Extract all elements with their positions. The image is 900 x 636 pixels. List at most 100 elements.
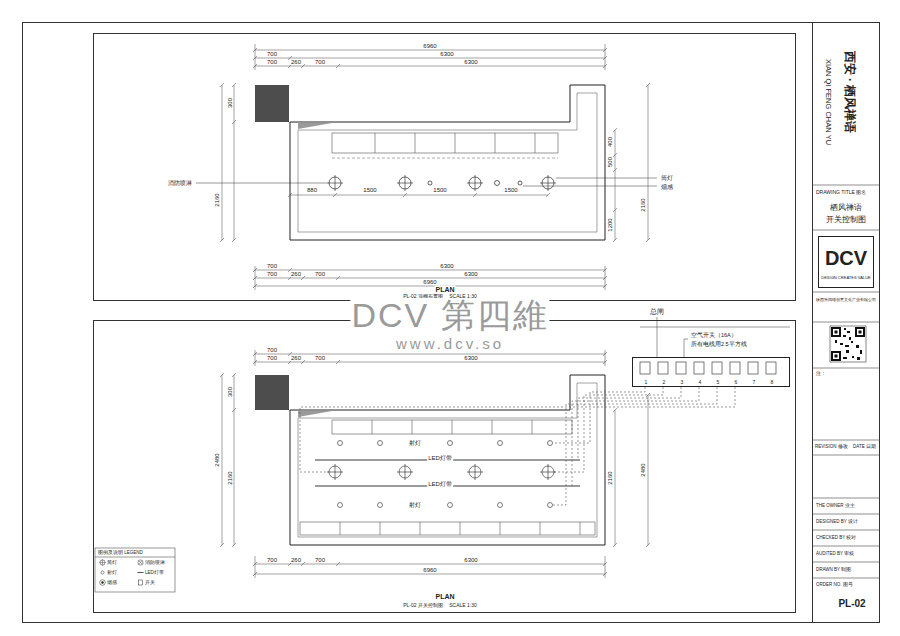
switch-plan bbox=[553, 387, 645, 443]
legend-symbol bbox=[99, 569, 106, 576]
qr-code bbox=[846, 350, 849, 353]
switch-plan bbox=[372, 420, 532, 434]
drawing-label: 6960 bbox=[422, 567, 437, 573]
legend-entry: 筒灯 bbox=[99, 559, 117, 566]
ceiling-plan bbox=[375, 133, 535, 153]
switch-plan bbox=[578, 387, 681, 460]
cell-text: 6 bbox=[734, 380, 739, 385]
switch-plan bbox=[640, 362, 776, 374]
dimension-lines bbox=[253, 266, 607, 290]
switch-plan bbox=[329, 441, 554, 508]
legend-text: 筒灯 bbox=[107, 559, 117, 566]
dimension-lines bbox=[253, 44, 607, 70]
drawing-label: 300 bbox=[227, 97, 233, 109]
logo-box: DCVDESIGN CREATES VALUE bbox=[818, 236, 874, 288]
drawing-label: 6960 bbox=[422, 43, 437, 49]
qr-code bbox=[857, 357, 860, 360]
switch-plan bbox=[694, 362, 704, 374]
qr-code bbox=[831, 351, 841, 361]
switch-plan bbox=[255, 375, 289, 410]
switch-plan bbox=[378, 441, 383, 446]
drawing-label: 700 bbox=[266, 355, 278, 361]
dimension-lines bbox=[220, 44, 650, 578]
drawing-label: THE OWNER 业主 bbox=[815, 504, 856, 509]
dimension-lines bbox=[613, 83, 650, 242]
qr-code bbox=[859, 331, 862, 334]
ceiling-plan bbox=[196, 178, 657, 186]
qr-code bbox=[856, 345, 859, 348]
switch-plan bbox=[300, 522, 595, 535]
dimension-lines bbox=[220, 373, 236, 547]
drawing-label: 700 bbox=[314, 557, 326, 563]
legend-text: 开关 bbox=[145, 579, 155, 586]
cell-text: 1 bbox=[644, 380, 649, 385]
watermark: DCV 第四維 bbox=[350, 298, 549, 332]
sheet-frame bbox=[94, 34, 796, 301]
drawing-title-cell: DRAWING TITLE 图名栖风禅语开关控制图 bbox=[812, 185, 880, 230]
drawing-label: 6300 bbox=[463, 271, 478, 277]
drawing-label: 注： bbox=[815, 371, 827, 376]
drawing-label: 880 bbox=[306, 187, 318, 193]
drawing-label: 1500 bbox=[362, 187, 377, 193]
drawing-label: 6960 bbox=[422, 279, 437, 285]
qr-code bbox=[860, 350, 862, 354]
switch-plan bbox=[300, 387, 735, 505]
drawing-label: DRAWN BY 制图 bbox=[815, 568, 852, 573]
drawing-label: 700 bbox=[266, 51, 278, 57]
switch-plan bbox=[338, 503, 343, 508]
drawing-label: 1200 bbox=[607, 217, 613, 232]
qr-code bbox=[855, 327, 865, 337]
cell-text: 3 bbox=[680, 380, 685, 385]
switch-plan bbox=[766, 362, 776, 374]
drawing-label: 2160 bbox=[607, 470, 613, 485]
switch-plan bbox=[340, 522, 580, 535]
qr-code bbox=[833, 353, 839, 359]
switch-plan bbox=[712, 362, 722, 374]
drawing-label: 1500 bbox=[503, 187, 518, 193]
drawing-label: REVISION 修改 bbox=[814, 445, 849, 450]
switch-plan bbox=[572, 387, 699, 486]
drawing-label: 2160 bbox=[227, 470, 233, 485]
drawing-label: AUDITED BY 审核 bbox=[815, 552, 855, 557]
switch-plan bbox=[338, 441, 343, 446]
qr-code bbox=[833, 329, 839, 335]
drawing-label: 所有电线用2.5平方线 bbox=[690, 342, 748, 348]
switch-plan bbox=[255, 317, 790, 545]
switch-plan bbox=[298, 383, 597, 537]
project-name-cell: XIAN QI FENG CHAN YU西安 · 栖风禅语 bbox=[812, 22, 880, 185]
drawing-label: 总闸 bbox=[649, 308, 665, 315]
drawing-label: SCALE 1:30 bbox=[448, 603, 478, 608]
drawing-label: 陕西第四维创意文化产业有限公司 bbox=[815, 298, 877, 302]
qr-code bbox=[843, 357, 847, 359]
drawing-label: 700 bbox=[314, 59, 326, 65]
drawing-label: 700 bbox=[266, 59, 278, 65]
switch-plan bbox=[290, 375, 605, 545]
switch-plan bbox=[676, 362, 686, 374]
drawing-label: 700 bbox=[314, 271, 326, 277]
switch-plan bbox=[448, 503, 453, 508]
legend-text: 烟感 bbox=[107, 579, 117, 586]
drawing-label: 1500 bbox=[432, 187, 447, 193]
title-block-grid bbox=[812, 185, 880, 578]
ceiling-plan bbox=[332, 133, 558, 153]
legend-text: LED灯带 bbox=[145, 569, 164, 576]
switch-plan bbox=[640, 317, 790, 357]
qr-code bbox=[835, 331, 838, 334]
sheet-frame bbox=[94, 321, 796, 613]
drawing-label: 6300 bbox=[463, 59, 478, 65]
switch-plan bbox=[327, 464, 556, 480]
cell-text: 7 bbox=[752, 380, 757, 385]
switch-plan bbox=[640, 362, 650, 374]
legend-entry: LED灯带 bbox=[137, 569, 164, 576]
legend-entry: 消防喷淋 bbox=[137, 559, 165, 566]
title-block-grid bbox=[812, 185, 880, 578]
ceiling-plan bbox=[255, 85, 289, 122]
ceiling-plan bbox=[298, 123, 332, 129]
drawing-label: 700 bbox=[314, 355, 326, 361]
switch-plan bbox=[554, 387, 663, 472]
switch-plan bbox=[548, 503, 553, 508]
ceiling-plan bbox=[428, 181, 432, 185]
qr-code bbox=[840, 343, 843, 345]
drawing-label: 260 bbox=[290, 59, 302, 65]
ceiling-plan bbox=[495, 181, 500, 186]
